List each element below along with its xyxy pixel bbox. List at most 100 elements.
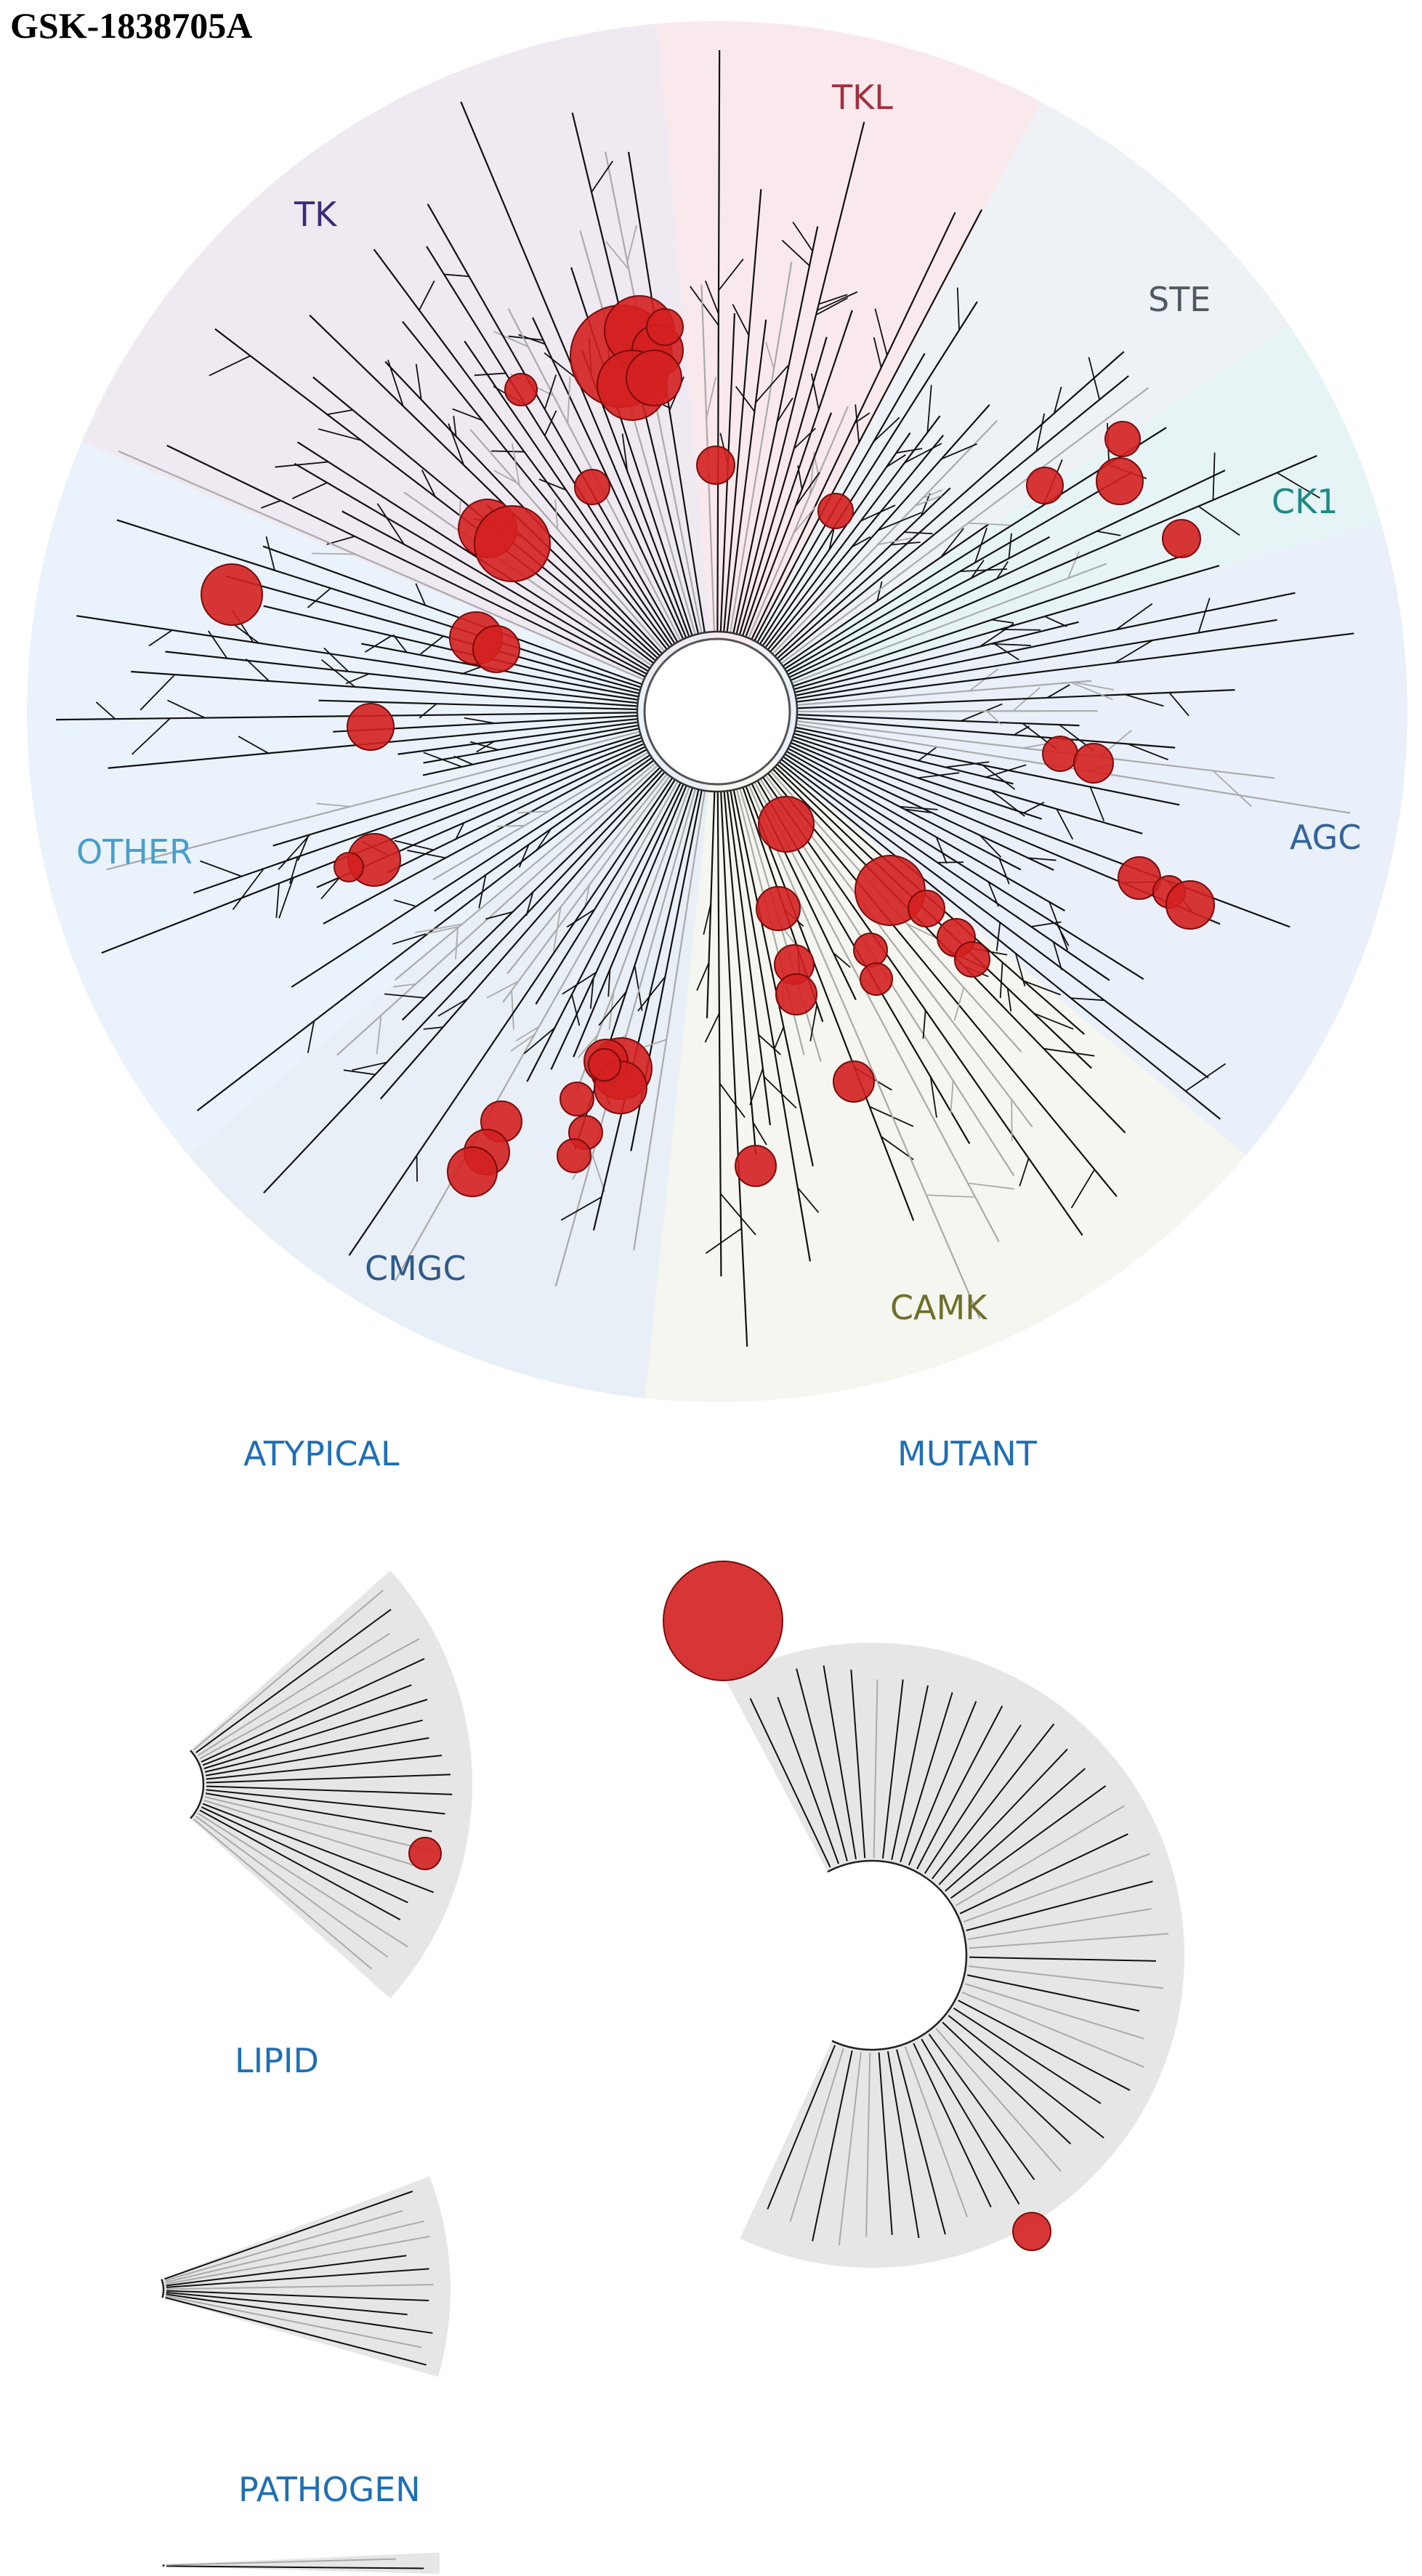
- tree-branch: [263, 605, 640, 695]
- mutant-branch: [904, 2046, 969, 2218]
- tree-twig: [926, 385, 932, 433]
- pathogen-branch: [166, 2558, 397, 2566]
- hit-circle: [201, 563, 263, 626]
- tree-branch: [573, 785, 687, 1058]
- tree-twig: [448, 423, 465, 466]
- tree-twig: [384, 993, 425, 999]
- atypical-branch: [205, 1792, 432, 1832]
- tree-branch: [395, 762, 657, 981]
- tree-branch: [789, 744, 1054, 871]
- hit-circle: [474, 505, 551, 582]
- tree-twig: [1033, 1013, 1074, 1030]
- lipid-branch: [166, 2255, 407, 2287]
- tree-twig: [598, 991, 627, 1026]
- tree-twig: [1013, 725, 1030, 736]
- tree-branch: [759, 301, 978, 645]
- tree-twig: [591, 161, 614, 193]
- tree-twig: [979, 834, 1002, 858]
- tree-twig: [855, 404, 860, 443]
- tree-branch: [323, 749, 647, 925]
- atypical-branch: [197, 1812, 409, 1948]
- tree-twig: [1006, 988, 1012, 1012]
- hit-circle: [833, 1060, 875, 1103]
- tree-branch: [778, 761, 1221, 1120]
- tree-branch: [764, 415, 941, 648]
- mutant-branch: [789, 2048, 844, 2222]
- tree-twig: [735, 386, 756, 412]
- sector-ste: [717, 102, 1290, 712]
- atypical-branch: [203, 1699, 428, 1770]
- tree-twig: [904, 531, 933, 535]
- tree-twig: [900, 805, 938, 810]
- tree-branch: [342, 510, 647, 675]
- tree-twig: [763, 1076, 797, 1109]
- tree-twig: [591, 1154, 606, 1193]
- mutant-branch: [963, 1853, 1151, 1923]
- mutant-branch: [896, 2049, 946, 2235]
- tree-twig: [1011, 1099, 1013, 1141]
- tree-branch: [776, 350, 1125, 659]
- tree-twig: [999, 962, 1003, 999]
- tree-twig: [815, 297, 848, 316]
- tree-twig: [937, 861, 964, 864]
- mutant-branch: [932, 1723, 1055, 1880]
- tree-twig: [817, 291, 858, 311]
- tree-twig: [423, 1026, 443, 1030]
- tree-branch: [309, 314, 660, 657]
- tree-twig: [941, 443, 977, 460]
- hit-circle: [954, 941, 990, 978]
- mutant-branch: [921, 2038, 1020, 2205]
- tree-twig: [416, 1155, 418, 1182]
- tree-twig: [131, 717, 171, 755]
- tree-twig: [1052, 941, 1062, 970]
- group-label-tkl: TKL: [832, 78, 893, 117]
- tree-branch: [575, 786, 690, 1092]
- tree-twig: [538, 478, 567, 491]
- tree-branch: [118, 450, 645, 681]
- group-label-cmgc: CMGC: [365, 1249, 466, 1288]
- tree-twig: [950, 1080, 954, 1114]
- tree-twig: [968, 522, 1011, 526]
- tree-twig: [854, 412, 870, 424]
- hit-circle: [1166, 880, 1215, 930]
- tree-twig: [1070, 997, 1104, 1002]
- tree-twig: [1185, 1063, 1227, 1092]
- tree-twig: [419, 280, 435, 311]
- atypical-root-arc: [190, 1750, 205, 1819]
- hit-circle: [1042, 736, 1078, 772]
- tree-twig: [969, 668, 999, 692]
- tree-branch: [401, 767, 661, 1021]
- tree-branch: [796, 720, 1274, 779]
- mutant-branch: [916, 1705, 1003, 1869]
- tree-twig: [376, 1015, 382, 1055]
- tree-branch: [748, 406, 849, 639]
- pathogen-branch: [166, 2565, 424, 2569]
- tree-twig: [945, 761, 990, 768]
- mutant-branch: [838, 2052, 862, 2246]
- tree-twig: [886, 454, 906, 468]
- tree-twig: [1096, 530, 1121, 536]
- tree-root-arc: [636, 630, 799, 793]
- tree-twig: [993, 643, 1019, 661]
- tree-branch: [745, 412, 833, 637]
- tree-branch: [723, 189, 762, 632]
- tree-twig: [921, 489, 942, 499]
- tree-branch: [794, 729, 1014, 785]
- tree-branch: [193, 736, 642, 894]
- mutant-branch: [913, 2042, 992, 2207]
- tree-branch: [291, 754, 651, 988]
- hit-circle: [758, 796, 815, 853]
- tree-twig: [792, 221, 813, 251]
- atypical-branch: [201, 1658, 425, 1763]
- tree-twig: [352, 1061, 387, 1071]
- tree-twig: [986, 710, 1003, 725]
- tree-twig: [1067, 551, 1080, 579]
- atypical-branch: [206, 1774, 451, 1784]
- tree-branch: [56, 712, 638, 721]
- tree-branch: [726, 319, 767, 632]
- atypical-branch: [195, 1609, 392, 1754]
- tree-twig: [415, 583, 427, 606]
- tree-twig: [960, 568, 1007, 572]
- tree-branch: [754, 781, 1000, 1242]
- tree-branch: [502, 775, 671, 1003]
